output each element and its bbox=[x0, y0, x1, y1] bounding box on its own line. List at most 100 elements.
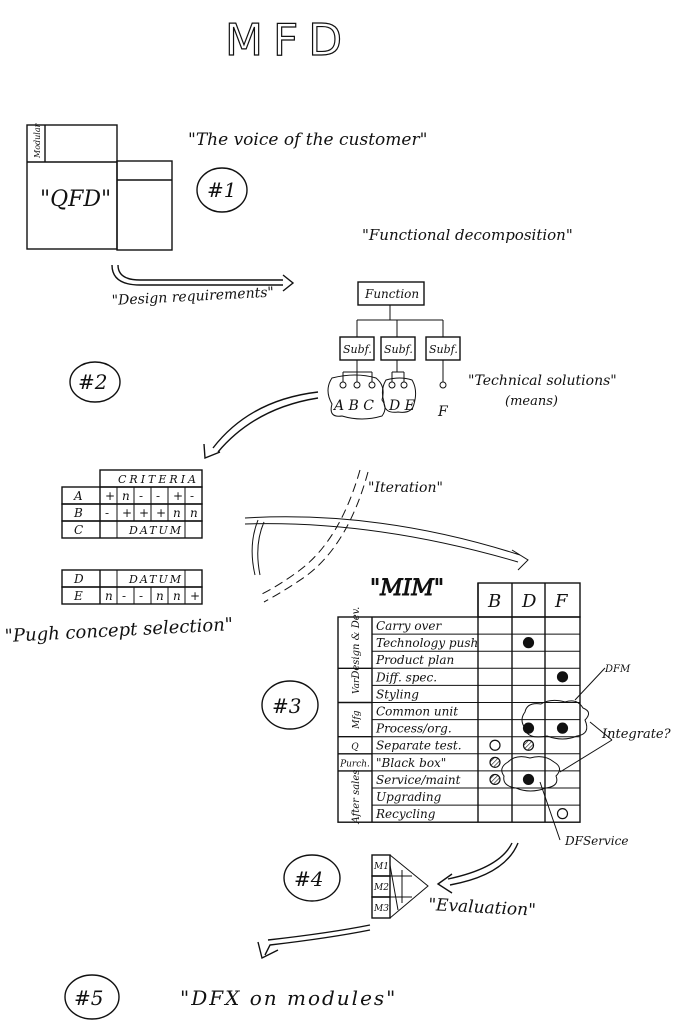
svg-text:#3: #3 bbox=[272, 694, 301, 718]
mim-row-label: Product plan bbox=[375, 653, 454, 667]
mim-row-label: "Black box" bbox=[376, 756, 446, 770]
mim-column-label: B bbox=[487, 591, 501, 612]
datum-label: DATUM bbox=[128, 573, 183, 586]
pugh-cell: + bbox=[122, 506, 132, 520]
design-requirements-label: "Design requirements" bbox=[111, 285, 274, 309]
arrow-to-mim bbox=[244, 516, 529, 576]
pugh-cell: + bbox=[190, 589, 200, 603]
svg-text:#2: #2 bbox=[78, 370, 107, 394]
pugh-cell: + bbox=[173, 489, 183, 503]
qfd-house: Modular "QFD" bbox=[26, 122, 173, 251]
function-tree: Function Subf. Subf. Subf. A B C D E F bbox=[327, 281, 461, 420]
step-4: #4 bbox=[283, 854, 341, 902]
svg-text:Subf.: Subf. bbox=[384, 343, 413, 356]
dfservice-cloud bbox=[501, 756, 560, 792]
mim-mark-hatched bbox=[489, 756, 501, 768]
pugh-cell: n bbox=[156, 589, 164, 603]
pugh-row-label: A bbox=[73, 489, 83, 503]
mim-mark-filled bbox=[556, 722, 569, 734]
mim-mark-hatched bbox=[489, 773, 501, 786]
pugh-row-label: E bbox=[73, 589, 83, 603]
mim-row-label: Process/org. bbox=[375, 722, 452, 736]
mim-column-label: F bbox=[554, 591, 569, 612]
module-label: M1 bbox=[373, 862, 389, 872]
mim-row-label: Diff. spec. bbox=[375, 670, 437, 684]
svg-text:#4: #4 bbox=[294, 867, 323, 891]
integrate-annotation: Integrate? bbox=[601, 727, 672, 742]
svg-text:Subf.: Subf. bbox=[343, 343, 372, 356]
pugh-cell: - bbox=[122, 589, 126, 603]
iteration-label: "Iteration" bbox=[368, 480, 443, 496]
pugh-cell: + bbox=[139, 506, 149, 520]
pugh-cell: n bbox=[173, 589, 181, 603]
mim-row-label: Styling bbox=[376, 687, 419, 701]
arrow-to-dfx bbox=[257, 924, 371, 960]
iteration-path bbox=[259, 469, 369, 603]
pugh-cell: n bbox=[173, 506, 181, 520]
mim-mark-empty bbox=[556, 808, 569, 820]
svg-text:#1: #1 bbox=[207, 178, 236, 202]
pugh-caption: "Pugh concept selection" bbox=[4, 614, 233, 647]
mim-row-label: Common unit bbox=[376, 705, 458, 719]
mim-group-label: Q bbox=[351, 742, 359, 752]
arrow-to-pugh bbox=[203, 391, 319, 460]
module-label: M3 bbox=[373, 904, 389, 914]
technical-solutions-label: "Technical solutions" bbox=[468, 373, 617, 389]
mim-row-label: Recycling bbox=[375, 807, 436, 821]
module-box bbox=[371, 896, 391, 919]
mim-mark-filled bbox=[522, 773, 535, 786]
mim-group-label: Mfg bbox=[352, 710, 362, 730]
svg-text:A B C: A B C bbox=[332, 398, 374, 414]
dfm-annotation: DFM bbox=[604, 664, 631, 675]
step-1: #1 bbox=[196, 167, 248, 213]
step-3: #3 bbox=[261, 680, 319, 730]
dfm-cloud bbox=[521, 699, 589, 740]
mim-mark-hatched bbox=[522, 739, 535, 751]
module-label: M2 bbox=[373, 883, 389, 893]
pugh-cell: n bbox=[122, 489, 130, 503]
pugh-cell: + bbox=[105, 489, 115, 503]
mim-row-label: Upgrading bbox=[376, 790, 442, 804]
mim-row-label: Separate test. bbox=[376, 739, 462, 753]
pugh-cell: - bbox=[139, 489, 143, 503]
pugh-cell: - bbox=[105, 506, 109, 520]
criteria-label: CRITERIA bbox=[118, 473, 199, 486]
svg-text:Subf.: Subf. bbox=[429, 343, 458, 356]
voice-of-customer-label: "The voice of the customer" bbox=[188, 130, 427, 150]
svg-text:Function: Function bbox=[364, 287, 419, 301]
dfservice-annotation: DFService bbox=[564, 834, 628, 848]
pugh-cell: - bbox=[156, 489, 160, 503]
mim-group-label: Var. bbox=[352, 677, 362, 694]
functional-decomposition-label: "Functional decomposition" bbox=[362, 226, 573, 244]
pugh-row bbox=[61, 520, 203, 539]
pugh-row-label: D bbox=[73, 572, 84, 586]
pugh-row bbox=[61, 586, 203, 605]
qfd-label: "QFD" bbox=[40, 187, 111, 212]
dfx-label: "DFX on modules" bbox=[180, 986, 397, 1010]
step-2: #2 bbox=[69, 361, 121, 403]
pugh-cell: - bbox=[190, 489, 194, 503]
svg-text:#5: #5 bbox=[74, 986, 103, 1010]
datum-label: DATUM bbox=[128, 524, 183, 537]
mim-group-label: After sales bbox=[351, 770, 362, 825]
mim-mark-empty bbox=[489, 739, 501, 751]
modular-label: Modular bbox=[33, 122, 42, 159]
arrow-design-requirements bbox=[111, 264, 295, 292]
pugh-cell: n bbox=[105, 589, 113, 603]
pugh-cell: + bbox=[156, 506, 166, 520]
step-5: #5 bbox=[64, 974, 120, 1020]
svg-text:F: F bbox=[437, 404, 449, 420]
mim-group-label: Purch. bbox=[339, 759, 370, 769]
pugh-cell: n bbox=[190, 506, 198, 520]
mim-row-label: Technology push bbox=[376, 636, 478, 650]
pugh-cell: - bbox=[139, 589, 143, 603]
mim-row-label: Carry over bbox=[376, 619, 443, 633]
mim-row-label: Service/maint bbox=[376, 773, 461, 787]
pugh-row-label: C bbox=[74, 523, 83, 537]
pugh-row-label: B bbox=[73, 506, 83, 520]
mim-group-label: Design & Dev. bbox=[351, 607, 362, 680]
